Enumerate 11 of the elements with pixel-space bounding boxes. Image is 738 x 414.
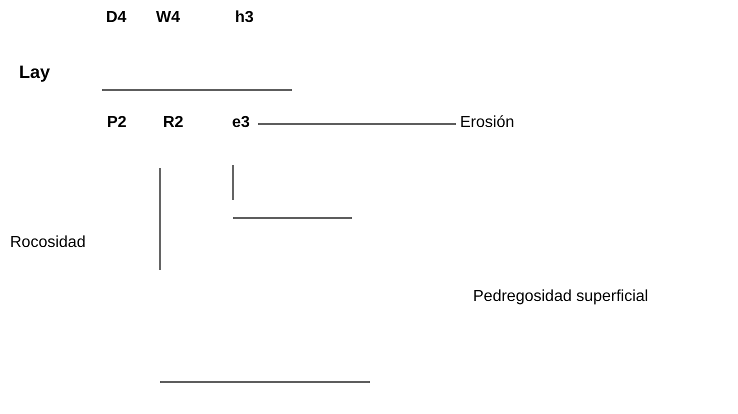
label-text: Erosión xyxy=(460,113,530,133)
label-text: W4 xyxy=(156,8,180,28)
label-text: Pedregosidad superficial xyxy=(473,287,648,307)
label-text: h3 xyxy=(235,8,254,28)
label-text: P2 xyxy=(107,113,127,133)
label-text: R2 xyxy=(163,113,184,133)
label-text: D4 xyxy=(106,8,126,28)
leader-line xyxy=(258,123,456,125)
label-text: Rocosidad xyxy=(10,233,86,253)
label-text: e3 xyxy=(232,113,258,133)
label-text: Lay xyxy=(19,62,50,82)
